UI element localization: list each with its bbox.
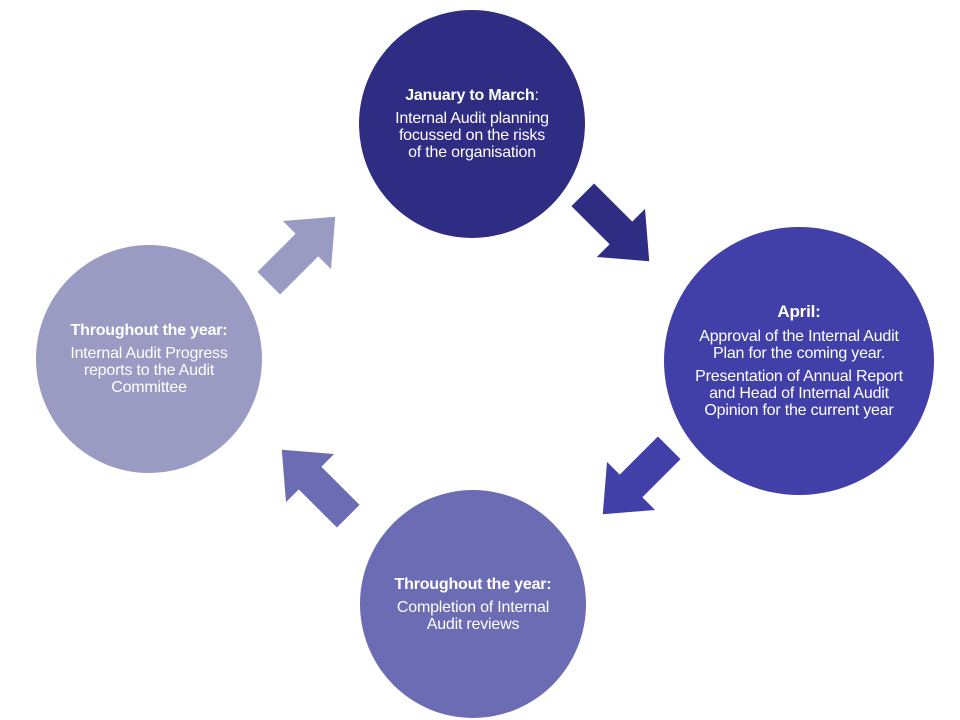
stage-heading: April: (777, 302, 821, 321)
stage-description: Approval of the Internal Audit Plan for … (699, 328, 899, 362)
arrow-shape (281, 449, 360, 528)
stage-heading: Throughout the year: (70, 322, 228, 339)
arrow-q1-to-april (571, 183, 650, 262)
arrow-shape (257, 216, 336, 295)
stage-heading: Throughout the year: (394, 575, 552, 593)
arrow-reviews-to-progress (281, 449, 360, 528)
stage-circle-january-to-march: January to March: Internal Audit plannin… (359, 10, 585, 238)
stage-circle-audit-reviews: Throughout the year: Completion of Inter… (360, 490, 586, 718)
stage-description: Presentation of Annual Report and Head o… (695, 368, 903, 419)
stage-circle-progress-reports: Throughout the year: Internal Audit Prog… (36, 245, 262, 473)
arrow-progress-to-q1 (257, 216, 336, 295)
stage-heading: January to March: (405, 87, 539, 104)
arrow-april-to-reviews (602, 436, 681, 515)
stage-description: Completion of Internal Audit reviews (396, 598, 550, 633)
arrow-shape (602, 436, 681, 515)
stage-circle-april: April: Approval of the Internal Audit Pl… (664, 227, 934, 495)
stage-description: Internal Audit Progress reports to the A… (70, 345, 228, 396)
stage-heading-suffix: : (534, 87, 539, 104)
stage-description: Internal Audit planning focussed on the … (395, 110, 549, 161)
arrow-shape (571, 183, 650, 262)
stage-heading-text: January to March (405, 87, 535, 104)
